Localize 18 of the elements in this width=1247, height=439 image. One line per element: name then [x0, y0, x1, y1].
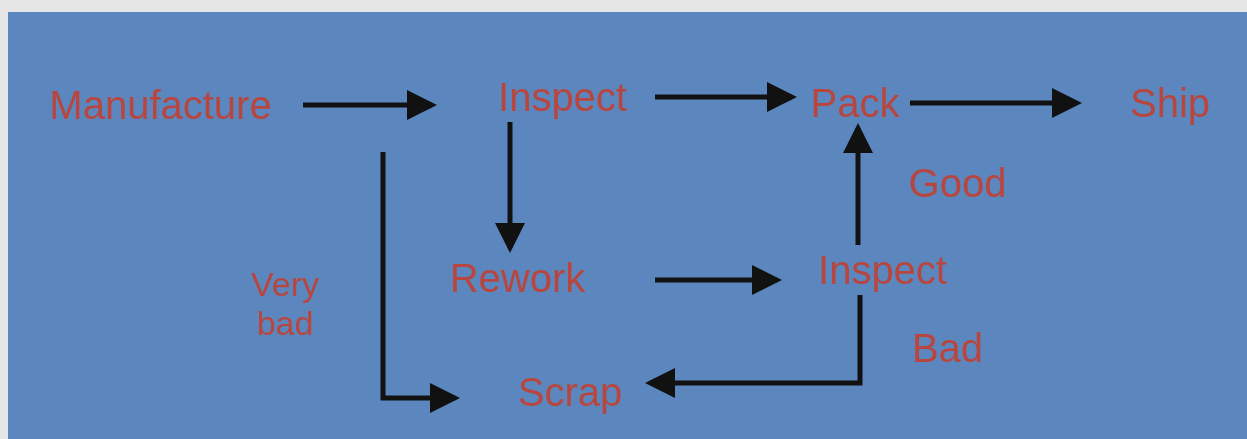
edge-label: Bad	[910, 325, 985, 371]
node-label: Scrap	[517, 372, 623, 412]
edge-label: Good	[907, 160, 1008, 206]
arrow	[910, 88, 1082, 118]
node-label: Ship	[1129, 83, 1211, 123]
arrow	[303, 90, 437, 120]
node-label: Pack	[810, 83, 900, 123]
arrow	[655, 265, 782, 295]
arrow	[645, 295, 863, 398]
node-label: Rework	[449, 258, 586, 298]
node-label: Inspect	[498, 77, 627, 117]
node-label: Inspect	[818, 250, 947, 290]
arrow	[655, 82, 797, 112]
arrow	[380, 152, 460, 413]
arrow	[495, 122, 525, 253]
edge-label: Very bad	[249, 265, 320, 344]
arrow	[843, 123, 873, 245]
node-label: Manufacture	[49, 85, 272, 125]
